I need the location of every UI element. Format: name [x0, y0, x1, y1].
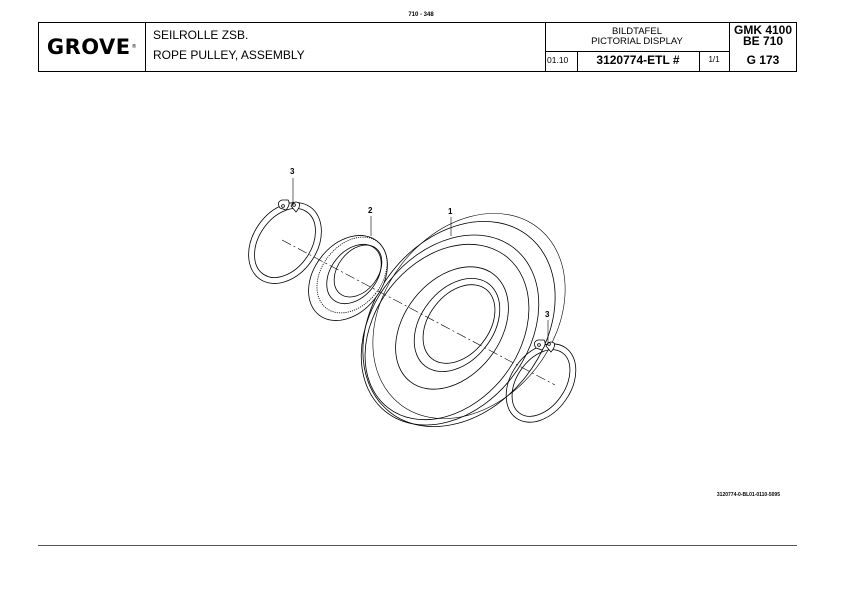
model-name: GMK 4100	[733, 23, 793, 37]
callout-3-top: 3	[290, 167, 295, 176]
footer-rule	[38, 545, 797, 546]
page-number: 710 - 348	[408, 12, 434, 18]
title-block: GROVE® SEILROLLE ZSB. ROPE PULLEY, ASSEM…	[38, 22, 797, 72]
drawing-identifier: 3120774-0-BL01-0110-5095	[716, 492, 780, 498]
callout-1: 1	[448, 207, 453, 216]
crane-model: GMK 4100 BE 710	[729, 23, 797, 48]
sheet-number: 1/1	[708, 55, 720, 64]
document-type-german: BILDTAFEL	[612, 26, 662, 37]
model-sub: BE 710	[742, 34, 784, 48]
callout-2: 2	[368, 206, 373, 215]
document-type: BILDTAFEL PICTORIAL DISPLAY	[545, 27, 729, 47]
rope-pulley-part	[360, 213, 566, 428]
title-german: SEILROLLE ZSB.	[153, 28, 249, 42]
issue-date: 01.10	[547, 55, 569, 65]
title-english: ROPE PULLEY, ASSEMBLY	[153, 48, 305, 62]
group-number: G 173	[746, 53, 780, 67]
logo-text: GROVE	[46, 35, 131, 59]
retaining-ring-top	[248, 199, 322, 284]
part-number: 3120774-ETL #	[596, 53, 680, 67]
registered-mark: ®	[131, 44, 138, 50]
callout-3-bottom: 3	[545, 310, 550, 319]
grove-logo: GROVE®	[39, 23, 145, 71]
bearing-part	[308, 235, 388, 321]
document-type-english: PICTORIAL DISPLAY	[591, 36, 683, 47]
retaining-ring-bottom	[505, 339, 577, 423]
